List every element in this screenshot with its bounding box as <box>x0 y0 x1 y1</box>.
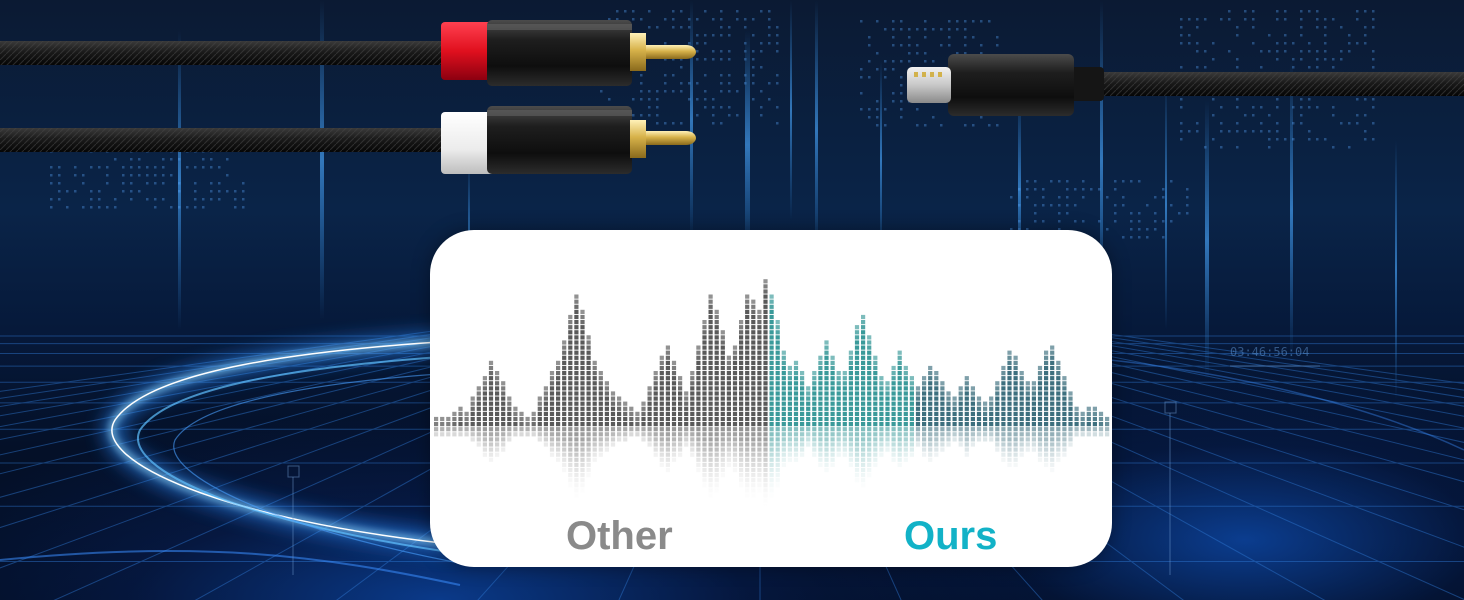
hud-decor <box>287 365 1320 575</box>
timecode-readout: 03:46:56:04 <box>1230 345 1310 359</box>
ours-label: Ours <box>904 514 998 558</box>
lightning-plug-icon <box>907 54 1464 116</box>
comparison-card: Other Ours <box>430 230 1112 567</box>
rca-plug-red-icon <box>441 20 696 86</box>
light-beams <box>178 0 1397 400</box>
rca-plug-white-icon <box>441 106 696 174</box>
other-label: Other <box>566 514 673 558</box>
rca-cables <box>0 41 445 152</box>
light-trail <box>0 333 1464 586</box>
waveform-icon <box>430 279 1112 510</box>
